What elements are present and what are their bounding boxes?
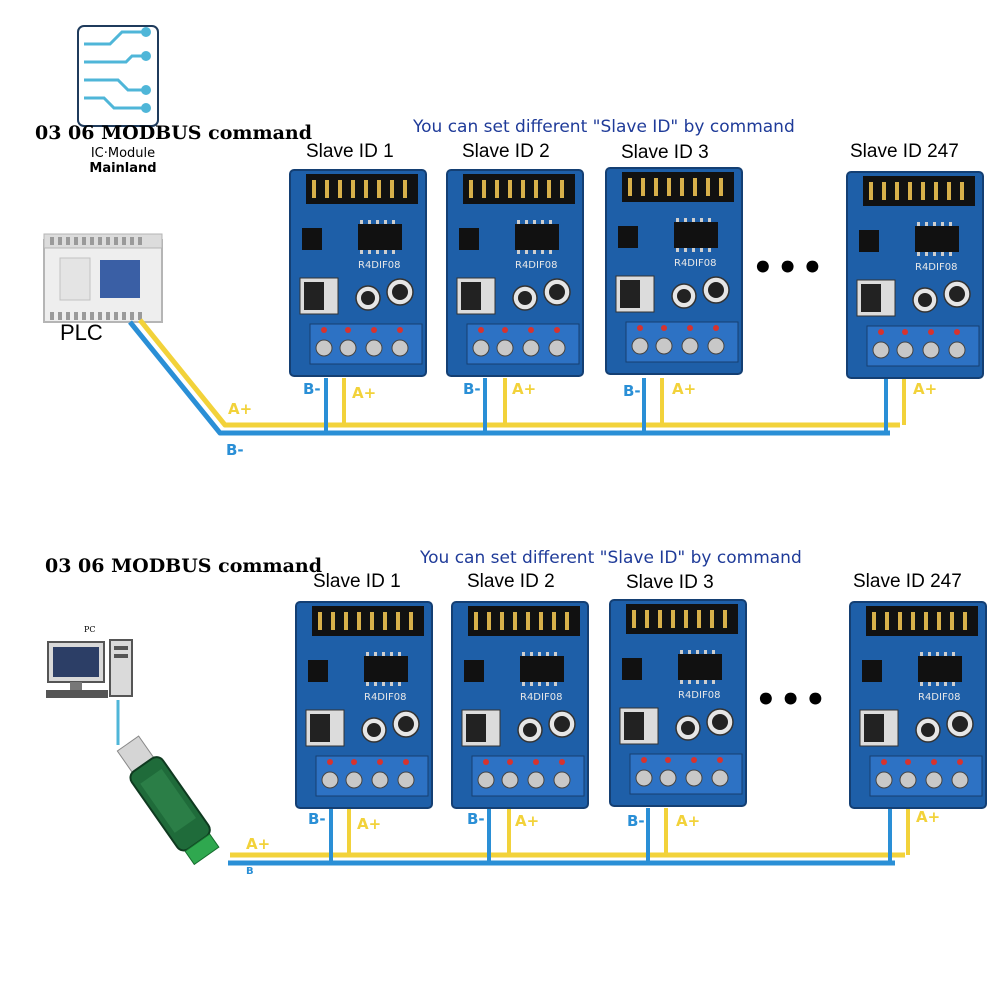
rs485-board-icon: R4DIF08: [295, 601, 433, 809]
row1-board4-a-label: A+: [913, 380, 938, 398]
logo-line-1: IC·Module: [90, 146, 156, 161]
row1-board1-b-label: B-: [303, 380, 321, 398]
row2-board3-a-label: A+: [676, 812, 701, 830]
row2-board-slave-247: R4DIF08: [848, 600, 988, 810]
rs485-board-icon: R4DIF08: [609, 599, 747, 807]
board-chip-label: R4DIF08: [515, 260, 557, 271]
row2-board2-b-label: B-: [467, 810, 485, 828]
row2-board1-b-label: B-: [308, 810, 326, 828]
row1-slave-label-1: Slave ID 1: [306, 141, 394, 162]
row1-a-wire: [138, 318, 900, 428]
row1-slave-label-4: Slave ID 247: [850, 141, 959, 162]
row1-board-slave-3: R4DIF08: [604, 166, 744, 376]
row2-command-title: 03 06 MODBUS command: [45, 555, 322, 577]
row2-slave-label-2: Slave ID 2: [467, 571, 555, 592]
board-chip-label: R4DIF08: [678, 690, 720, 701]
row2-b-label: B: [246, 866, 254, 877]
circuit-logo-icon: [77, 25, 159, 127]
row1-b-wire: [128, 320, 890, 436]
row1-command-title: 03 06 MODBUS command: [35, 122, 312, 144]
plc-icon: [43, 233, 163, 323]
row1-slave-id-note: You can set different "Slave ID" by comm…: [413, 117, 795, 137]
usb-rs485-adapter: [96, 730, 246, 880]
rs485-board-icon: R4DIF08: [846, 171, 984, 379]
row2-slave-label-3: Slave ID 3: [626, 572, 714, 593]
brand-logo: [70, 22, 180, 132]
row1-slave-label-2: Slave ID 2: [462, 141, 550, 162]
board-chip-label: R4DIF08: [364, 692, 406, 703]
row2-slave-label-4: Slave ID 247: [853, 571, 962, 592]
row2-board-slave-3: R4DIF08: [608, 598, 748, 808]
row2-board3-b-label: B-: [627, 812, 645, 830]
row2-ellipsis: •••: [755, 680, 830, 720]
rs485-board-icon: R4DIF08: [849, 601, 987, 809]
row1-board-slave-1: R4DIF08: [288, 168, 428, 378]
logo-text: IC·Module Mainland: [68, 146, 178, 176]
row2-slave-id-note: You can set different "Slave ID" by comm…: [420, 548, 802, 568]
board-chip-label: R4DIF08: [918, 692, 960, 703]
usb-adapter-icon: [116, 735, 220, 866]
plc-device: [40, 230, 170, 330]
plc-label: PLC: [60, 320, 103, 345]
board-chip-label: R4DIF08: [358, 260, 400, 271]
rs485-board-icon: R4DIF08: [605, 167, 743, 375]
row1-a-label: A+: [228, 400, 253, 418]
row2-board4-a-label: A+: [916, 808, 941, 826]
pc-device: [44, 636, 140, 706]
row1-board1-a-label: A+: [352, 384, 377, 402]
board-chip-label: R4DIF08: [520, 692, 562, 703]
row2-a-label: A+: [246, 835, 271, 853]
rs485-board-icon: R4DIF08: [451, 601, 589, 809]
row1-slave-label-3: Slave ID 3: [621, 142, 709, 163]
row1-board3-a-label: A+: [672, 380, 697, 398]
row1-board3-b-label: B-: [623, 382, 641, 400]
board-chip-label: R4DIF08: [674, 258, 716, 269]
row2-board-slave-1: R4DIF08: [294, 600, 434, 810]
row1-bus-wires: [128, 318, 906, 436]
board-chip-label: R4DIF08: [915, 262, 957, 273]
row1-board2-b-label: B-: [463, 380, 481, 398]
row2-board1-a-label: A+: [357, 815, 382, 833]
row1-board2-a-label: A+: [512, 380, 537, 398]
row2-board2-a-label: A+: [515, 812, 540, 830]
row2-slave-label-1: Slave ID 1: [313, 571, 401, 592]
logo-line-2: Mainland: [89, 161, 157, 176]
computer-icon: [46, 639, 133, 698]
pc-label: PC: [84, 625, 96, 634]
rs485-board-icon: R4DIF08: [289, 169, 427, 377]
row1-b-label: B-: [226, 441, 244, 459]
row1-ellipsis: •••: [752, 248, 827, 288]
row2-board-slave-2: R4DIF08: [450, 600, 590, 810]
row2-bus-wires: [116, 700, 910, 866]
row1-board-slave-247: R4DIF08: [845, 170, 985, 380]
row1-board-slave-2: R4DIF08: [445, 168, 585, 378]
rs485-board-icon: R4DIF08: [446, 169, 584, 377]
